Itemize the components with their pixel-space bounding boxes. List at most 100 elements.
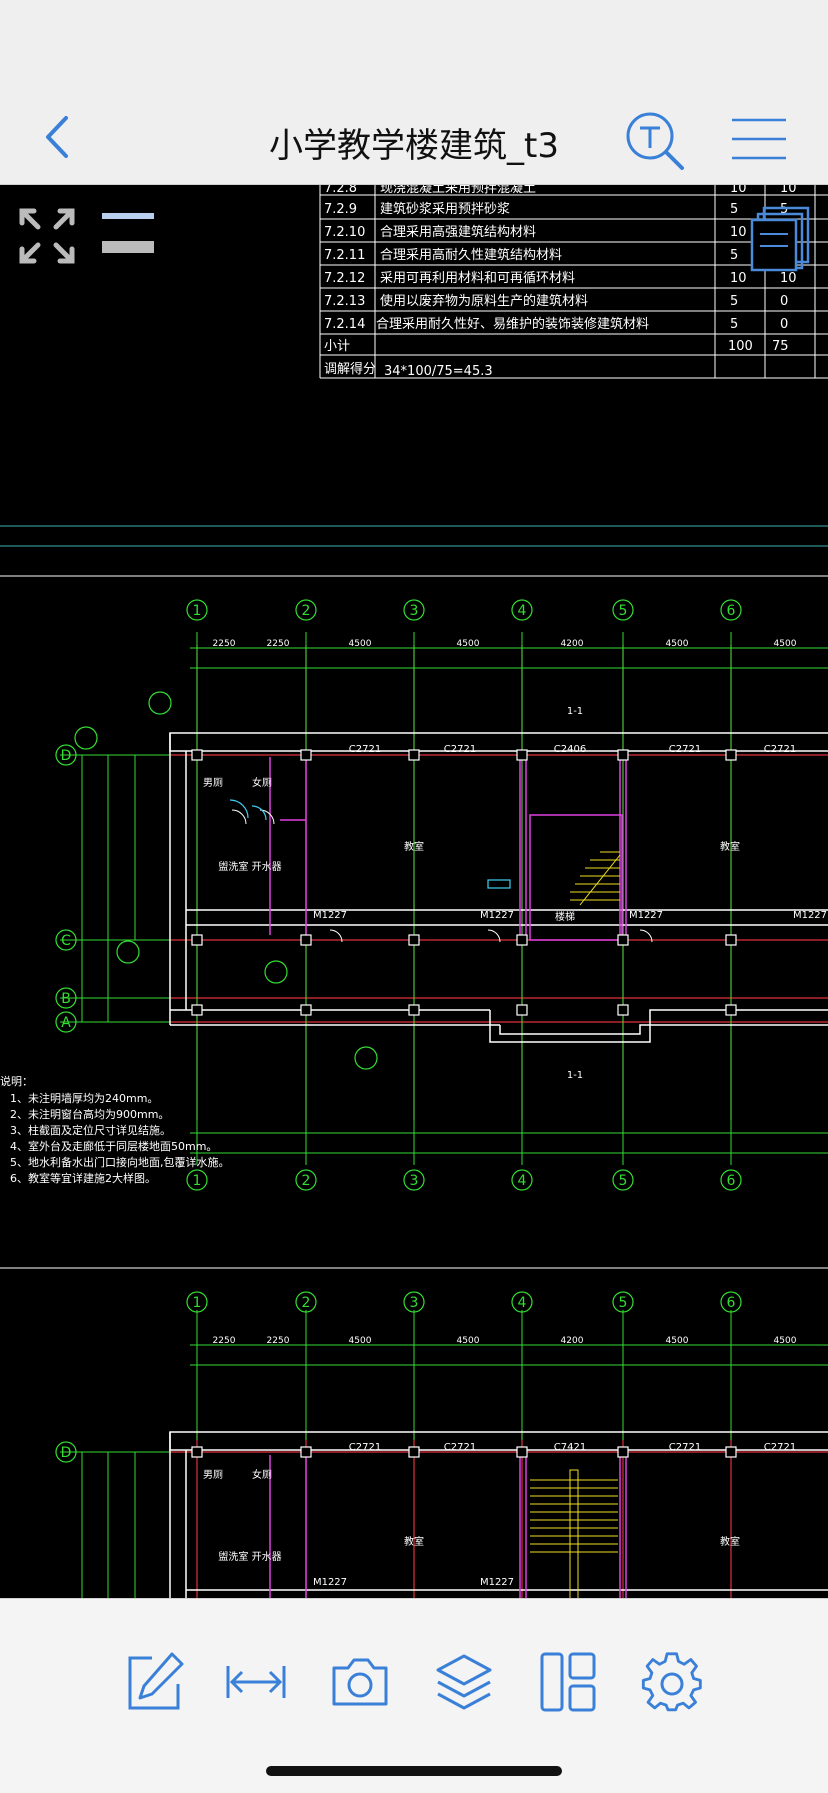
svg-text:4500: 4500	[349, 639, 372, 649]
svg-text:盥洗室 开水器: 盥洗室 开水器	[218, 860, 281, 873]
table-cell: 7.2.14	[324, 317, 365, 332]
table-cell: 7.2.12	[324, 271, 365, 286]
note-line: 3、柱截面及定位尺寸详见结施。	[10, 1123, 171, 1137]
svg-text:盥洗室 开水器: 盥洗室 开水器	[218, 1550, 281, 1563]
svg-text:4500: 4500	[774, 639, 797, 649]
svg-text:男厕: 男厕	[203, 777, 223, 789]
home-indicator[interactable]	[266, 1766, 562, 1776]
svg-text:2250: 2250	[213, 639, 236, 649]
table-cell: 10	[730, 185, 747, 196]
axis-label: 6	[727, 1295, 736, 1311]
table-cell: 5	[730, 248, 738, 263]
svg-text:1-1: 1-1	[567, 706, 583, 717]
hamburger-menu-icon[interactable]	[730, 116, 788, 162]
evaluation-table	[319, 185, 828, 379]
text-search-icon[interactable]	[622, 108, 686, 172]
axis-label: 3	[410, 1295, 419, 1311]
table-cell: 采用可再利用材料和可再循环材料	[380, 271, 575, 286]
svg-text:教室: 教室	[720, 840, 740, 853]
svg-text:M1227: M1227	[629, 910, 663, 921]
table-cell: 5	[730, 202, 738, 217]
layer-toggle-icon[interactable]	[100, 205, 156, 257]
camera-icon[interactable]	[328, 1650, 392, 1714]
axis-label: 4	[518, 1295, 527, 1311]
table-cell: 5	[730, 294, 738, 309]
note-line: 6、教室等宜详建施2大样图。	[10, 1171, 156, 1185]
svg-text:男厕: 男厕	[203, 1469, 223, 1481]
axis-label: 5	[619, 1173, 628, 1189]
table-cell: 合理采用高耐久性建筑结构材料	[380, 247, 562, 263]
copy-documents-icon[interactable]	[750, 204, 812, 274]
svg-text:4500: 4500	[457, 1336, 480, 1346]
table-cell: 10	[780, 185, 797, 196]
chevron-left-icon[interactable]	[34, 112, 84, 162]
note-line: 1、未注明墙厚均为240mm。	[10, 1091, 158, 1105]
table-cell: 现浇混凝土采用预拌混凝土	[380, 185, 536, 196]
table-cell: 10	[730, 225, 747, 240]
layers-icon[interactable]	[432, 1650, 496, 1714]
axis-label: 2	[302, 1173, 311, 1189]
axis-label: 2	[302, 1295, 311, 1311]
layout-icon[interactable]	[536, 1650, 600, 1714]
svg-text:C2721: C2721	[444, 744, 476, 755]
axis-label: C	[61, 933, 71, 949]
table-cell: 5	[730, 317, 738, 332]
svg-text:C2721: C2721	[444, 1442, 476, 1453]
svg-text:C2721: C2721	[349, 744, 381, 755]
table-cell: 7.2.10	[324, 225, 365, 240]
fit-screen-icon[interactable]	[16, 205, 78, 267]
cad-drawing-canvas[interactable]: 7.2.8 现浇混凝土采用预拌混凝土 10 10 7.2.9 建筑砂浆采用预拌砂…	[0, 185, 828, 1598]
axis-label: 5	[619, 1295, 628, 1311]
table-cell: 5	[780, 202, 788, 217]
axis-label: 5	[619, 603, 628, 619]
svg-text:M1227: M1227	[793, 910, 827, 921]
svg-text:2250: 2250	[267, 639, 290, 649]
svg-text:C2721: C2721	[669, 744, 701, 755]
svg-text:C2721: C2721	[764, 1442, 796, 1453]
axis-label: 3	[410, 1173, 419, 1189]
table-cell: 7.2.9	[324, 202, 357, 217]
note-line: 4、室外台及走廊低于同层楼地面50mm。	[10, 1139, 217, 1153]
note-line: 5、地水利备水出门口接向地面,包覆详水施。	[10, 1155, 230, 1169]
svg-text:M1227: M1227	[313, 1577, 347, 1588]
axis-label: 6	[727, 1173, 736, 1189]
svg-text:4200: 4200	[561, 639, 584, 649]
svg-text:女厕: 女厕	[252, 776, 272, 789]
svg-text:2250: 2250	[267, 1336, 290, 1346]
svg-text:1-1: 1-1	[567, 1070, 583, 1081]
table-cell: 0	[780, 294, 788, 309]
drawing-title: 小学教学楼建筑_t3	[269, 126, 559, 166]
axis-label: 6	[727, 603, 736, 619]
table-cell: 建筑砂浆采用预拌砂浆	[380, 201, 510, 217]
svg-text:M1227: M1227	[480, 1577, 514, 1588]
svg-text:4500: 4500	[349, 1336, 372, 1346]
table-cell: 7.2.13	[324, 294, 365, 309]
svg-text:4500: 4500	[774, 1336, 797, 1346]
note-line: 2、未注明窗台高均为900mm。	[10, 1107, 169, 1121]
table-cell: 7.2.11	[324, 248, 365, 263]
svg-text:4200: 4200	[561, 1336, 584, 1346]
svg-text:楼梯: 楼梯	[555, 910, 575, 923]
svg-text:女厕: 女厕	[252, 1468, 272, 1481]
table-cell: 34*100/75=45.3	[384, 364, 493, 379]
axis-label: 2	[302, 603, 311, 619]
settings-icon[interactable]	[640, 1650, 704, 1714]
svg-text:教室: 教室	[720, 1535, 740, 1548]
top-navigation-bar: 小学教学楼建筑_t3	[0, 0, 828, 185]
svg-text:M1227: M1227	[480, 910, 514, 921]
axis-label: B	[61, 991, 71, 1007]
measure-icon[interactable]	[224, 1650, 288, 1714]
svg-text:C7421: C7421	[554, 1442, 586, 1453]
axis-label: 3	[410, 603, 419, 619]
table-cell: 75	[772, 339, 789, 354]
svg-text:教室: 教室	[404, 1535, 424, 1548]
svg-text:C2721: C2721	[669, 1442, 701, 1453]
edit-icon[interactable]	[122, 1650, 186, 1714]
floor-plan-2: 1 2 3 4 5 6 D 2250 2250 4500 4500 4200 4…	[55, 1291, 828, 1598]
svg-text:4500: 4500	[457, 639, 480, 649]
table-cell: 7.2.8	[324, 185, 357, 196]
table-cell: 0	[780, 317, 788, 332]
svg-text:4500: 4500	[666, 1336, 689, 1346]
svg-text:2250: 2250	[213, 1336, 236, 1346]
table-cell: 10	[730, 271, 747, 286]
